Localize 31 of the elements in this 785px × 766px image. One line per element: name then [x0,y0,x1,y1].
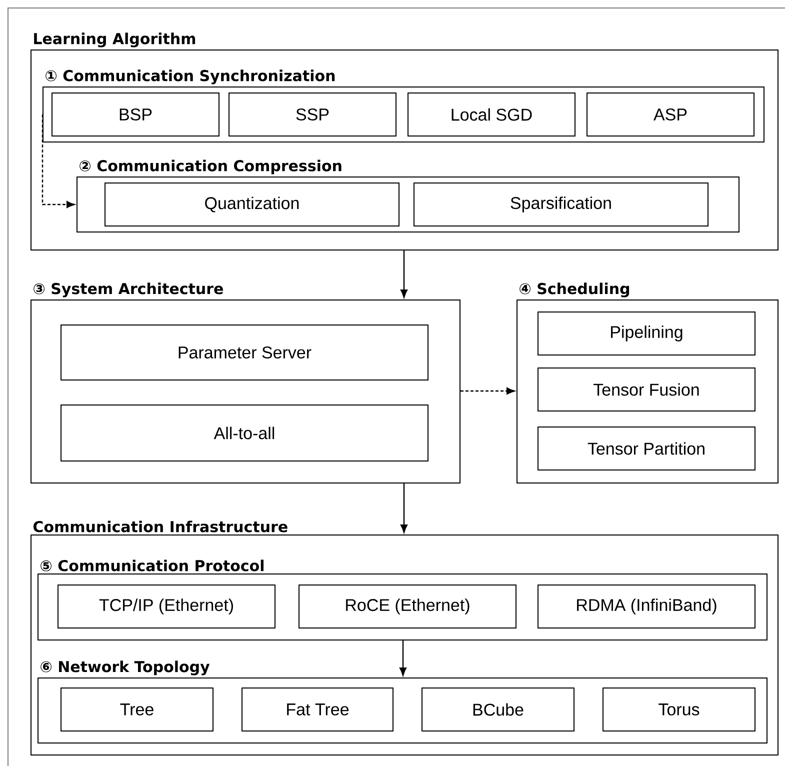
process-box: Quantization [104,182,400,226]
process-box: RDMA (InfiniBand) [538,584,756,628]
process-box: Parameter Server [60,324,428,380]
process-box: BCube [422,688,574,732]
node-label: ④ Scheduling [520,282,630,298]
node-label: Learning Algorithm [34,32,196,48]
node-label: Communication Infrastructure [33,520,288,532]
process-box: RoCE (Ethernet) [298,584,516,628]
process-box: SSP [228,92,396,136]
node-label: ② Communication Compression [80,160,342,174]
process-box: All-to-all [60,404,428,462]
process-box: Tree [60,688,214,732]
arrow [400,484,408,533]
arrow [460,387,515,395]
node-label: ⑥ Network Topology [40,660,210,676]
process-box: TCP/IP (Ethernet) [58,584,276,628]
process-box: ASP [586,92,754,136]
node-label: ① Communication Synchronization [46,70,335,84]
node-label: ⑤ Communication Protocol [40,560,264,572]
arrow [399,640,407,676]
process-box: Tensor Fusion [538,368,756,412]
process-box: Sparsification [414,182,708,226]
arrow [42,114,75,208]
process-box: Torus [602,688,756,732]
process-box: BSP [52,92,220,136]
arrow [400,250,408,298]
process-box: Fat Tree [242,688,394,732]
process-box: Tensor Partition [538,426,756,470]
process-box: Local SGD [408,92,576,136]
node-label: ③ System Architecture [34,282,223,298]
process-box: Pipelining [538,312,756,356]
